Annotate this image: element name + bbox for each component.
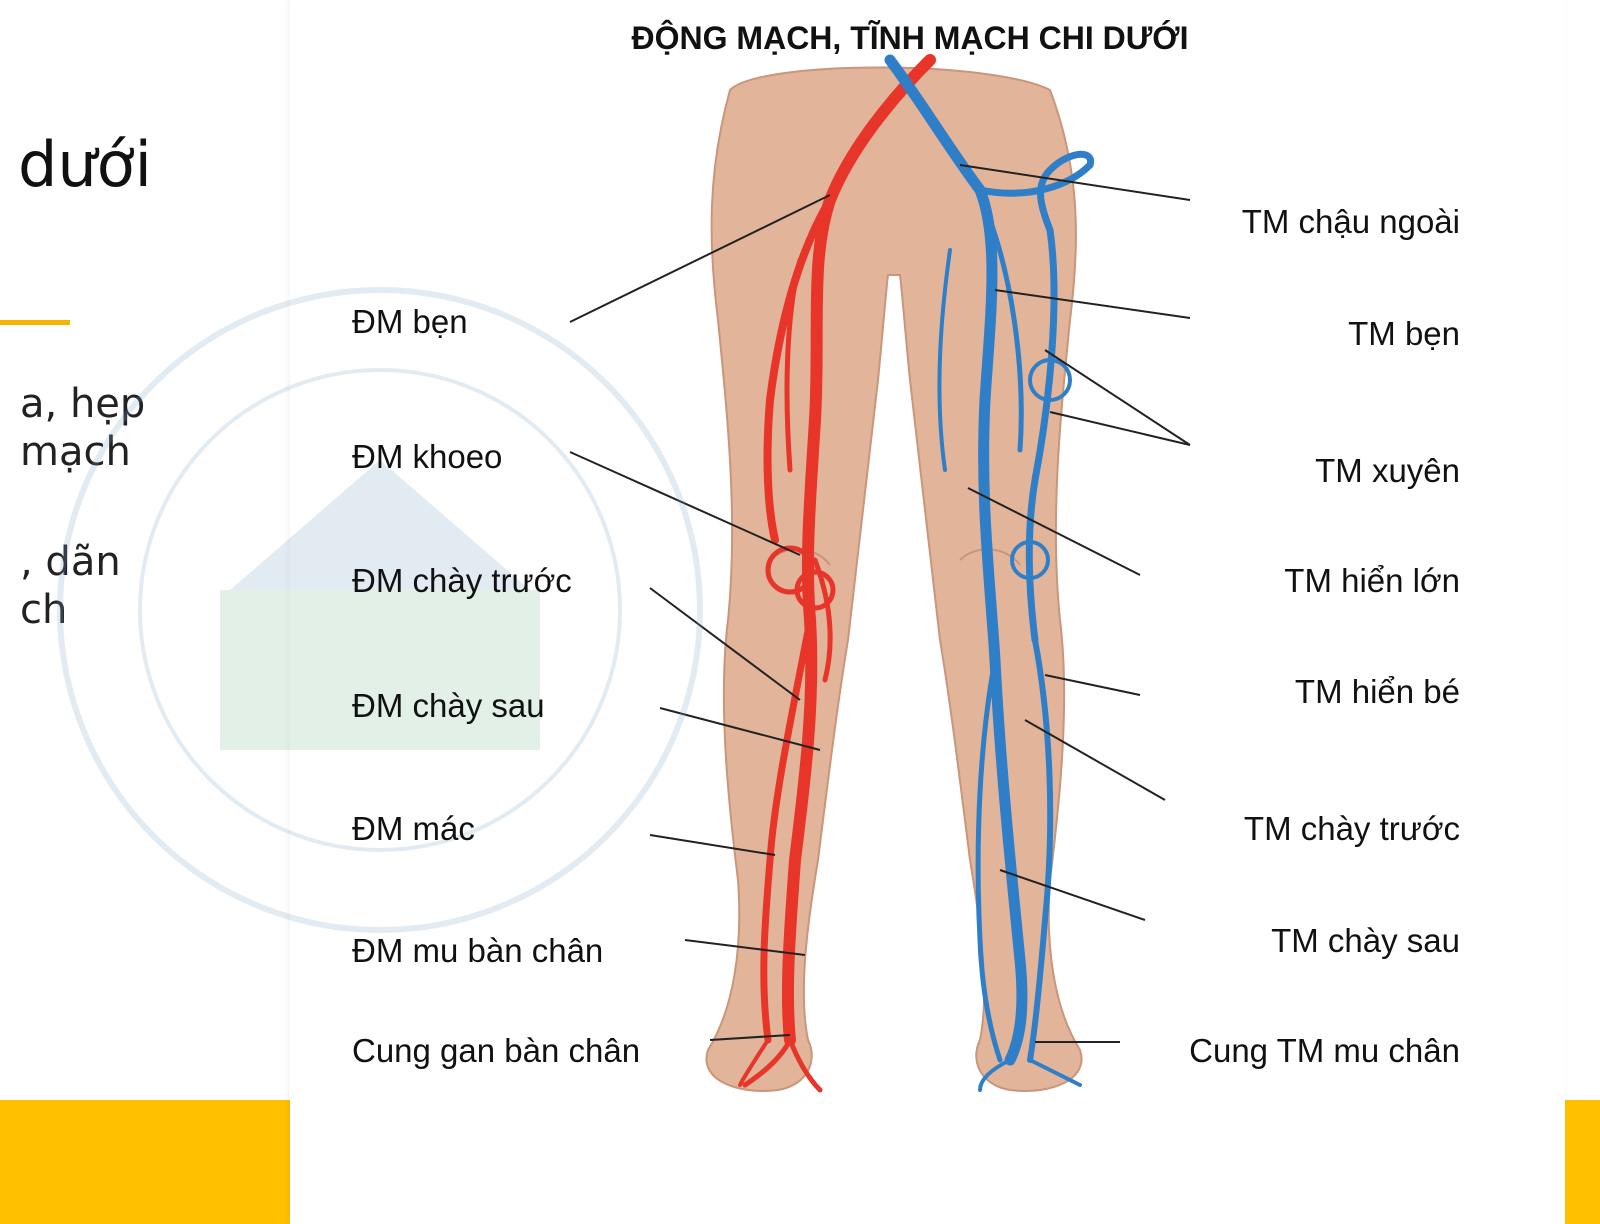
- leader-tm-xuyen-b: [1050, 412, 1190, 445]
- figure-title: ĐỘNG MẠCH, TĨNH MẠCH CHI DƯỚI: [580, 20, 1240, 57]
- label-dm-mac: ĐM mác: [352, 810, 475, 848]
- label-tm-xuyen: TM xuyên: [1315, 452, 1460, 490]
- hospital-watermark: [30, 260, 730, 960]
- watermark-landscape: [220, 590, 540, 750]
- label-dm-ben: ĐM bẹn: [352, 303, 468, 341]
- bottom-accent-bar-right: [1565, 1100, 1600, 1224]
- label-cung-gan-ban-chan: Cung gan bàn chân: [352, 1032, 640, 1070]
- label-tm-chay-sau: TM chày sau: [1271, 922, 1460, 960]
- label-tm-chau-ngoai: TM chậu ngoài: [1242, 203, 1460, 241]
- label-tm-hien-be: TM hiển bé: [1295, 673, 1460, 711]
- label-tm-chay-truoc: TM chày trước: [1244, 810, 1460, 848]
- label-dm-mu-ban-chan: ĐM mu bàn chân: [352, 932, 603, 970]
- label-dm-chay-truoc: ĐM chày trước: [352, 562, 572, 600]
- label-tm-ben: TM bẹn: [1348, 315, 1460, 353]
- label-dm-khoeo: ĐM khoeo: [352, 438, 502, 476]
- label-dm-chay-sau: ĐM chày sau: [352, 687, 545, 725]
- label-cung-tm-mu-chan: Cung TM mu chân: [1189, 1032, 1460, 1070]
- slide-title-fragment: dưới: [18, 128, 152, 201]
- bottom-accent-bar: [0, 1100, 290, 1224]
- leader-tm-xuyen-a: [1045, 350, 1190, 445]
- label-tm-hien-lon: TM hiển lớn: [1284, 562, 1460, 600]
